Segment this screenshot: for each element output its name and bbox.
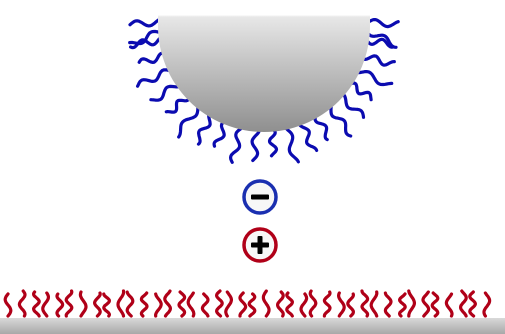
substrate-polymer-chain: [139, 291, 149, 318]
tip-polymer-chain: [313, 114, 329, 142]
plus-symbol-vertical: [257, 236, 263, 254]
tip-polymer-chain: [361, 54, 396, 67]
substrate-polymer-chain: [468, 290, 477, 318]
substrate-polymer-chain: [224, 290, 233, 318]
substrate-polymer-chain: [482, 291, 492, 318]
substrate-polymer-chain: [116, 289, 126, 318]
tip-polymer-chain: [297, 122, 319, 152]
tip-polymer-chain: [349, 81, 373, 102]
tip-polymer-chain: [365, 37, 394, 49]
substrate-polymer-chain: [17, 289, 27, 318]
substrate-polymer-chain: [64, 289, 74, 318]
substrate-polymer-chain: [299, 292, 309, 318]
substrate-polymer-chain: [308, 289, 318, 318]
substrate-polymer-chain: [125, 290, 135, 318]
tip-polymer-chain: [250, 128, 261, 163]
substrate-polymer-chain: [154, 292, 163, 318]
substrate-polymer-chain: [200, 292, 210, 318]
afm-tip: [158, 16, 370, 132]
tip-polymer-chain: [177, 104, 200, 139]
tip-polymer-chain: [137, 51, 166, 64]
tip-polymer-chain: [128, 17, 162, 28]
tip-polymer-chain: [283, 126, 300, 164]
substrate-polymer-chain: [369, 290, 379, 318]
substrate-polymer-chain: [163, 289, 172, 318]
substrate-polymer-chain: [398, 292, 407, 318]
substrate: [0, 318, 505, 334]
substrate-polymer-chain: [346, 292, 355, 318]
substrate-polymer-chain: [238, 291, 248, 318]
tip-polymer-chain: [229, 126, 244, 164]
tip-polymer-chain: [367, 32, 398, 49]
substrate-polymer-chain: [177, 290, 187, 318]
substrate-polymer-chain: [407, 289, 416, 318]
substrate-polymer-chain: [421, 290, 431, 318]
substrate-polymer-chain: [3, 292, 13, 318]
negative-charge: [242, 179, 278, 215]
tip-polymer-chain: [212, 120, 226, 148]
substrate-polymer-chain: [186, 291, 196, 318]
substrate-polymer-chain: [360, 289, 370, 318]
tip-polymer-chain: [341, 92, 366, 119]
substrate-polymer-brush: [3, 289, 492, 318]
substrate-polymer-chain: [459, 289, 468, 318]
tip-polymer-chain: [136, 68, 172, 88]
substrate-polymer-chain: [444, 292, 454, 318]
positive-charge: [242, 227, 278, 263]
substrate-polymer-chain: [285, 291, 294, 318]
minus-symbol: [251, 194, 269, 200]
substrate-polymer-chain: [78, 290, 88, 318]
substrate-polymer-chain: [322, 290, 332, 318]
tip-polymer-chain: [149, 84, 181, 102]
tip-polymer-chain: [366, 18, 400, 29]
substrate-polymer-chain: [32, 290, 41, 318]
substrate-polymer-chain: [430, 291, 440, 318]
tip-polymer-chain: [267, 128, 279, 158]
substrate-polymer-chain: [383, 291, 393, 318]
substrate-polymer-chain: [276, 290, 285, 318]
substrate-polymer-chain: [337, 291, 346, 318]
tip-polymer-chain: [196, 112, 212, 146]
substrate-polymer-chain: [261, 289, 271, 318]
tip-polymer-chain: [128, 29, 160, 46]
tip-polymer-brush: [128, 17, 400, 164]
substrate-polymer-chain: [55, 292, 65, 318]
substrate-polymer-chain: [247, 292, 257, 318]
substrate-polymer-chain: [93, 291, 102, 318]
tip-polymer-chain: [164, 96, 191, 114]
substrate-polymer-chain: [215, 289, 224, 318]
substrate-polymer-chain: [102, 292, 111, 318]
tip-polymer-chain: [355, 70, 394, 87]
substrate-polymer-chain: [41, 291, 50, 318]
tip-polymer-chain: [329, 104, 353, 138]
